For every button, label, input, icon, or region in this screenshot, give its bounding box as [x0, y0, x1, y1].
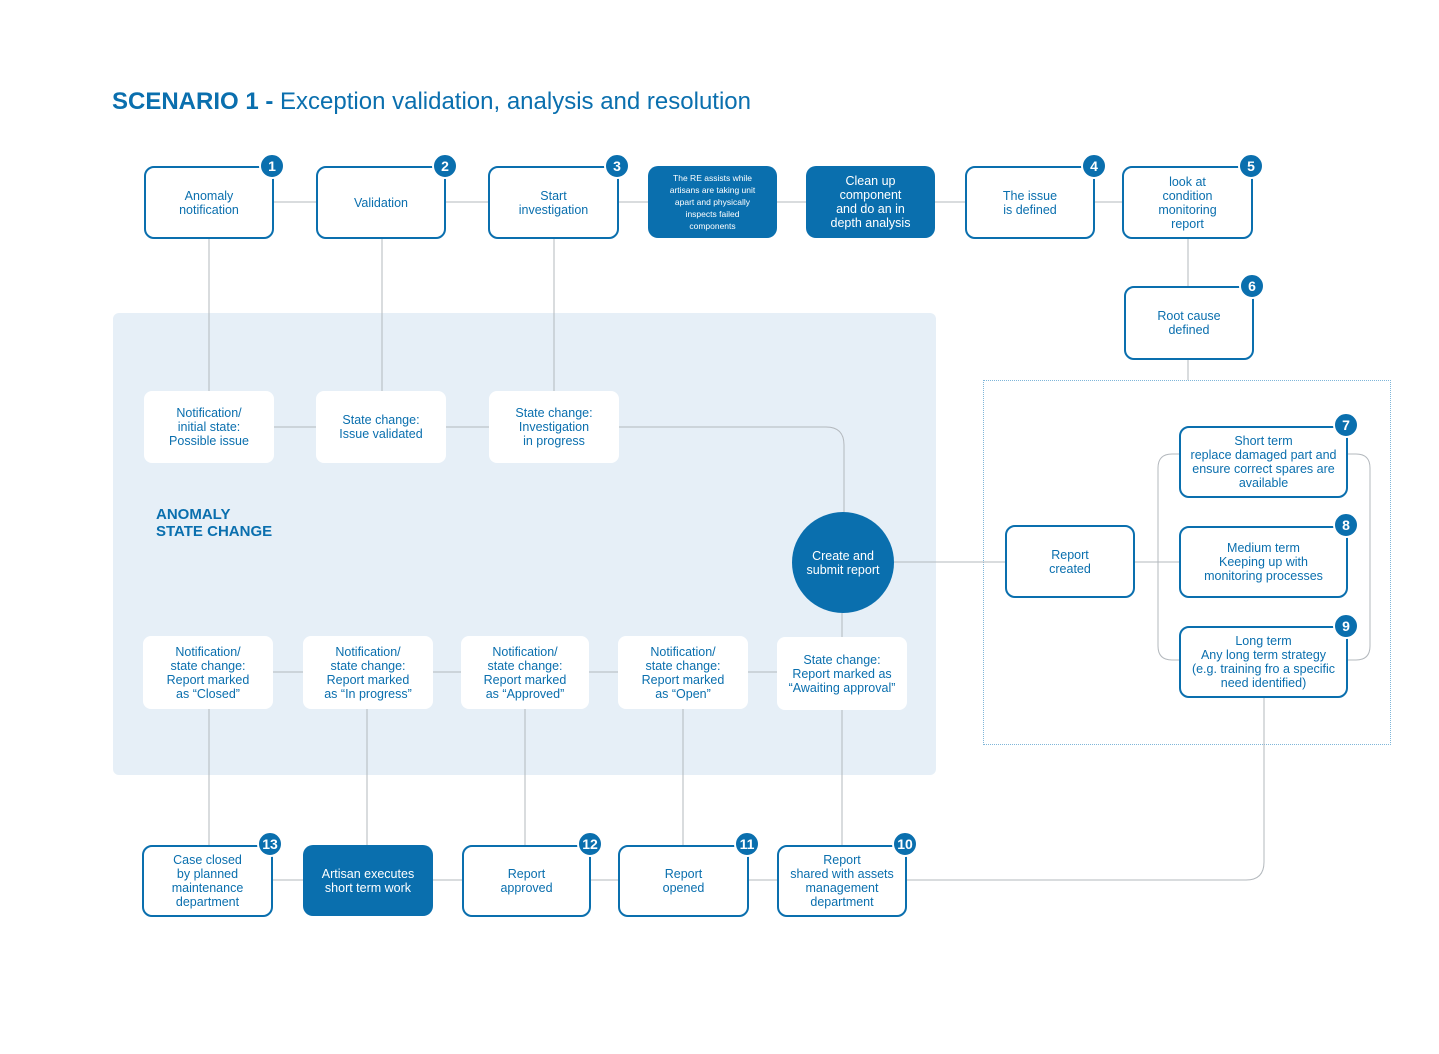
state-closed: Notification/ state change: Report marke… [143, 636, 273, 709]
short-term-node: Short term replace damaged part and ensu… [1179, 426, 1348, 498]
report-approved-node: Report approved [462, 845, 591, 917]
connector [1348, 453, 1371, 661]
step-badge-6: 6 [1239, 273, 1265, 299]
title-description: Exception validation, analysis and resol… [280, 88, 751, 115]
start-investigation-node: Start investigation [488, 166, 619, 239]
re-assists-node: The RE assists while artisans are taking… [648, 166, 777, 238]
anomaly-notification-node: Anomaly notification [144, 166, 274, 239]
case-closed-node: Case closed by planned maintenance depar… [142, 845, 273, 917]
state-possible-issue: Notification/ initial state: Possible is… [144, 391, 274, 463]
issue-defined-node: The issue is defined [965, 166, 1095, 239]
connector [907, 698, 1265, 881]
state-issue-validated: State change: Issue validated [316, 391, 446, 463]
connector [619, 426, 845, 512]
step-badge-10: 10 [892, 831, 918, 857]
step-badge-12: 12 [577, 831, 603, 857]
step-badge-4: 4 [1081, 153, 1107, 179]
title-scenario-number: SCENARIO 1 - [112, 88, 274, 115]
step-badge-11: 11 [734, 831, 760, 857]
root-cause-node: Root cause defined [1124, 286, 1254, 360]
create-submit-report-node: Create and submit report [792, 512, 894, 613]
report-opened-node: Report opened [618, 845, 749, 917]
state-open: Notification/ state change: Report marke… [618, 636, 748, 709]
validation-node: Validation [316, 166, 446, 239]
condition-monitoring-node: look at condition monitoring report [1122, 166, 1253, 239]
clean-up-component-node: Clean up component and do an in depth an… [806, 166, 935, 238]
step-badge-7: 7 [1333, 412, 1359, 438]
state-in-progress: Notification/ state change: Report marke… [303, 636, 433, 709]
step-badge-3: 3 [604, 153, 630, 179]
state-investigation-in-progress: State change: Investigation in progress [489, 391, 619, 463]
artisan-executes-node: Artisan executes short term work [303, 845, 433, 916]
step-badge-1: 1 [259, 153, 285, 179]
step-badge-2: 2 [432, 153, 458, 179]
state-approved: Notification/ state change: Report marke… [461, 636, 589, 709]
medium-term-node: Medium term Keeping up with monitoring p… [1179, 526, 1348, 598]
state-awaiting-approval: State change: Report marked as “Awaiting… [777, 637, 907, 710]
step-badge-5: 5 [1238, 153, 1264, 179]
report-shared-node: Report shared with assets management dep… [777, 845, 907, 917]
report-created-node: Report created [1005, 525, 1135, 598]
step-badge-13: 13 [257, 831, 283, 857]
step-badge-9: 9 [1333, 613, 1359, 639]
connector [1157, 453, 1179, 661]
long-term-node: Long term Any long term strategy (e.g. t… [1179, 626, 1348, 698]
step-badge-8: 8 [1333, 512, 1359, 538]
diagram-title: SCENARIO 1 - Exception validation, analy… [112, 88, 751, 116]
anomaly-state-change-label: ANOMALY STATE CHANGE [156, 506, 273, 540]
